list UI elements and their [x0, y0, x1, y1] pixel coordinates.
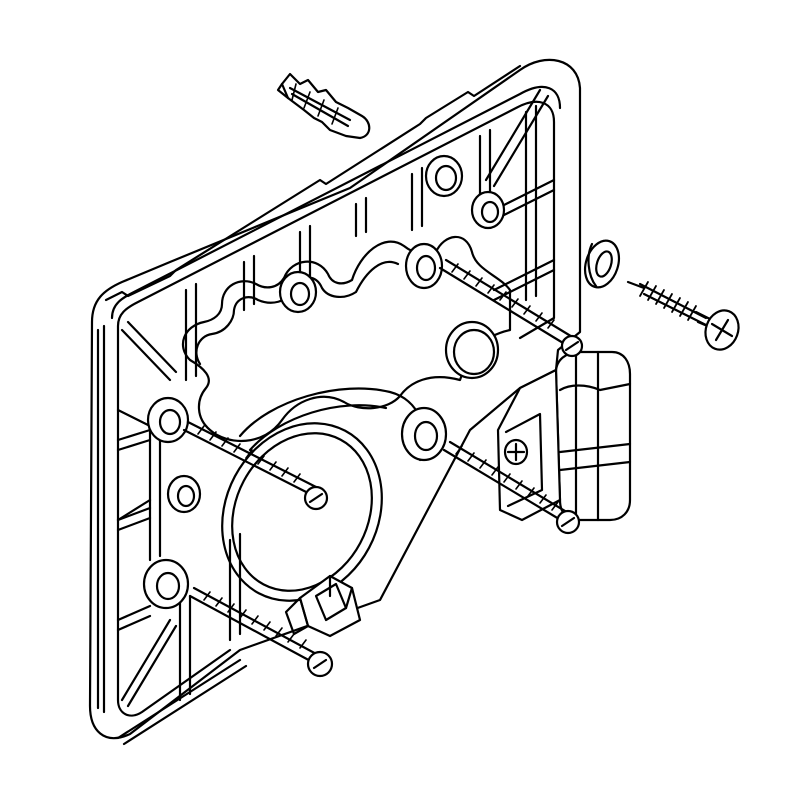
connector-block [498, 352, 630, 520]
plate-boss-7 [144, 560, 188, 608]
washer-outer [579, 236, 624, 292]
plate-rib-6 [480, 130, 490, 198]
plate-boss-5 [148, 398, 188, 442]
plate-rib-5 [412, 168, 422, 230]
plate-cross-rib-3 [118, 606, 150, 630]
machine-screws [184, 260, 582, 676]
wood-screw-tip [628, 282, 644, 288]
machine-screw-4 [190, 588, 332, 676]
connector-face-line-2 [560, 384, 630, 390]
wall-anchor-ribs [292, 84, 338, 124]
plate-boss-3 [280, 272, 316, 312]
plate-oval-cutout [192, 395, 413, 629]
washer-edge [589, 244, 596, 286]
wall-anchor-slot [290, 88, 350, 126]
wood-screw-shank [640, 284, 708, 326]
plate-oval-cutout-inner [205, 409, 399, 616]
plate-diag-rib-3 [122, 620, 176, 706]
plate-boss-4 [406, 244, 442, 288]
machine-screw-2 [184, 422, 327, 509]
plate-inner-frame [118, 102, 554, 716]
connector-body [556, 352, 630, 520]
plate-cross-rib-2 [118, 508, 150, 530]
washer-inner [593, 249, 614, 278]
wood-screw-thread [640, 282, 696, 320]
wood-screw-head [700, 306, 744, 355]
plate-bottom-edge [118, 660, 246, 744]
plate-rib-7 [526, 106, 536, 300]
wall-anchor-tip [278, 84, 288, 98]
machine-screw-3 [444, 442, 579, 533]
plate-left-edge [98, 326, 104, 712]
plate-central-cutout-inner [196, 262, 398, 364]
plate-boss-6 [168, 476, 200, 512]
plate-top-edge-inner [112, 87, 560, 318]
plate-round-hole-rim [454, 330, 494, 374]
connector-face-line-1 [576, 352, 598, 520]
plate-bottom-clip [286, 576, 360, 636]
connector-face-line-3 [560, 444, 630, 470]
plate-diag-rib-2 [486, 90, 548, 186]
mounting-plate [90, 60, 580, 744]
plate-boss-2 [472, 192, 504, 228]
wall-anchor [278, 74, 369, 138]
plate-rib-2 [244, 256, 254, 310]
connector-terminal-screw [505, 440, 527, 464]
plate-rib-9 [180, 596, 190, 700]
plate-diag-rib-1 [122, 322, 176, 380]
plate-central-cutout [183, 237, 510, 441]
plate-rib-4 [356, 198, 366, 236]
washer [579, 236, 624, 292]
plate-cross-rib-1 [118, 430, 150, 450]
plate-boss-1 [426, 156, 462, 196]
connector-bracket [498, 370, 560, 520]
plate-boss-8 [402, 408, 446, 460]
machine-screw-1 [440, 260, 582, 356]
wood-screw [628, 282, 744, 354]
